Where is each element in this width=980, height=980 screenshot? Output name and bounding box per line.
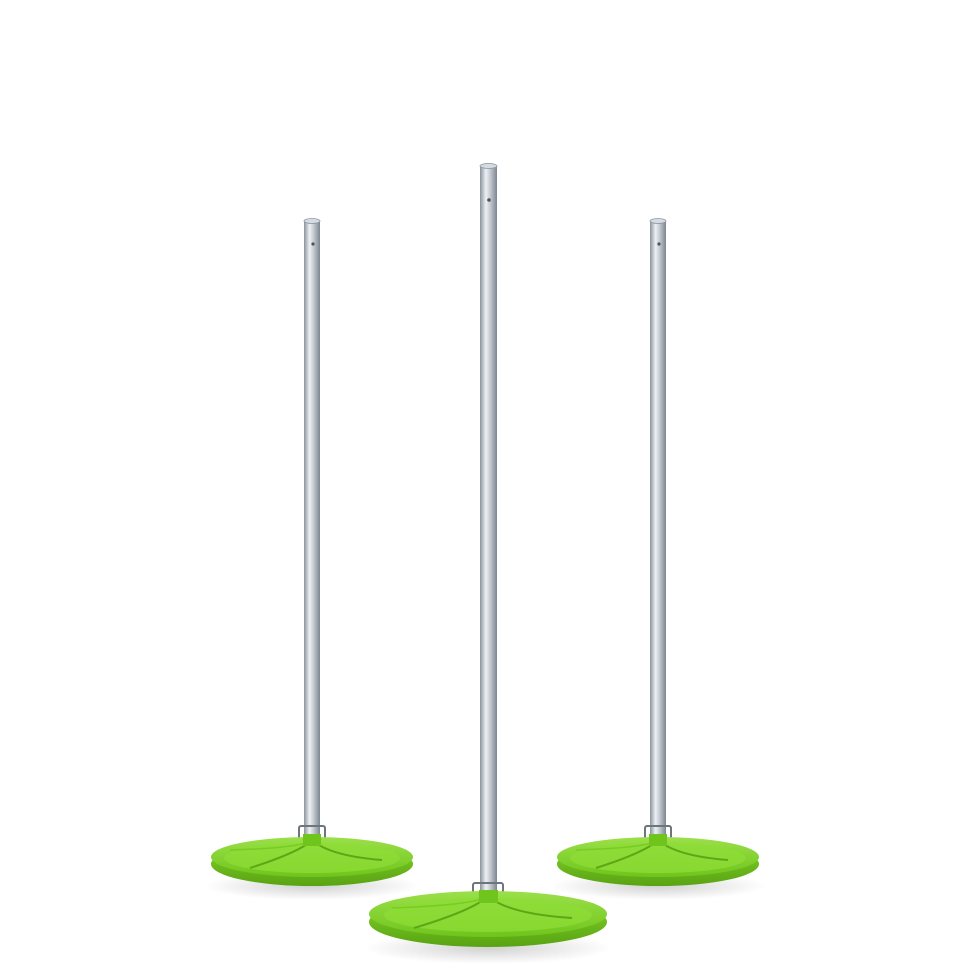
right-feeder-pole-top — [649, 218, 667, 224]
left-feeder-pan — [211, 834, 413, 886]
center-feeder-pole-top — [479, 163, 498, 169]
center-feeder-pan — [369, 890, 607, 947]
center-feeder — [364, 163, 612, 964]
left-feeder-pole-top — [303, 218, 321, 224]
left-feeder — [204, 218, 420, 900]
center-feeder-pole — [480, 165, 497, 895]
left-feeder-pole — [304, 220, 320, 838]
right-feeder-pole-hole — [657, 242, 661, 246]
right-feeder — [550, 218, 766, 900]
center-feeder-pole-hole — [487, 198, 491, 202]
left-feeder-pole-hole — [311, 242, 315, 246]
right-feeder-pan — [557, 834, 759, 886]
right-feeder-pole — [650, 220, 666, 838]
